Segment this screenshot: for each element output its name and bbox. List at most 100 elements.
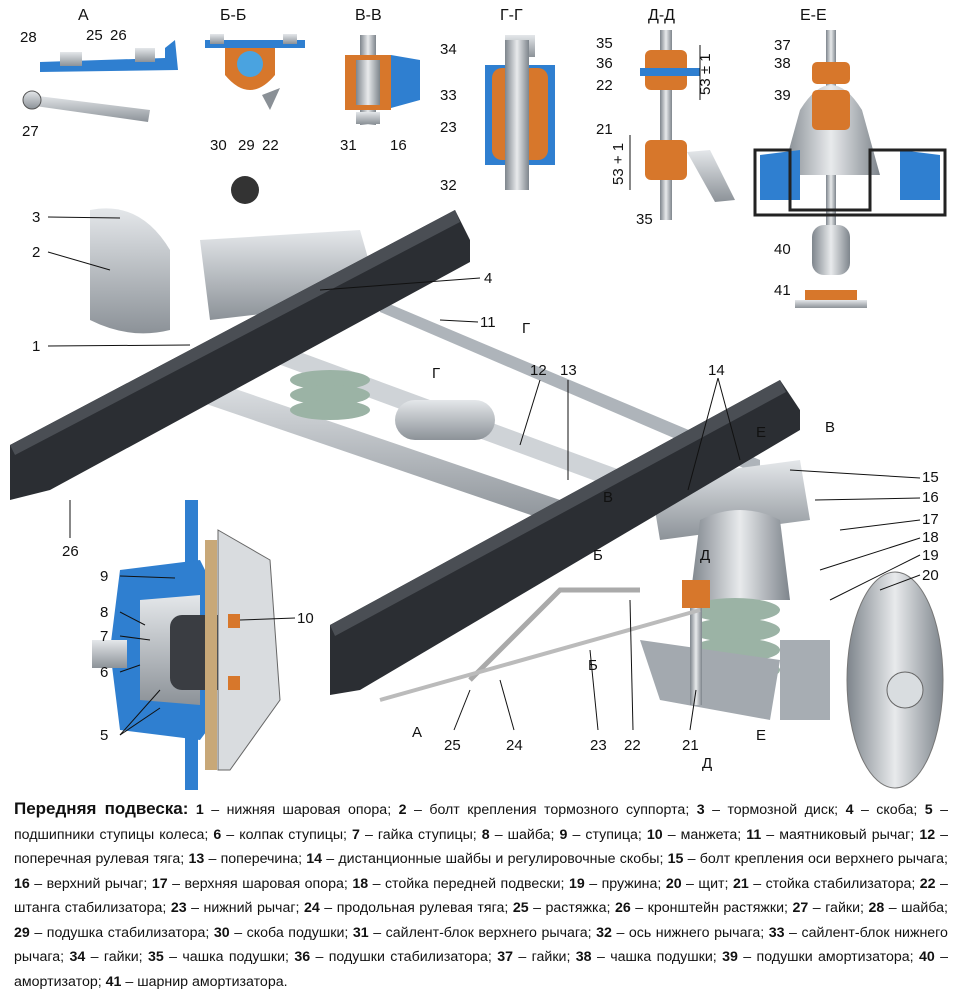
caption-item-number: 28 [868,900,885,916]
caption-item-text: стойка передней подвески [384,875,561,892]
callout-15: 15 [922,469,939,486]
caption-item-text: скоба [876,802,914,818]
dimension-label: 53 + 1 [610,143,627,185]
caption-item-text: шарнир амортизатора [137,973,284,990]
caption-item-number: 14 [306,851,323,867]
callout-39: 39 [774,87,791,104]
section-mark: Б [593,547,603,564]
caption-item-text: гайки [103,949,139,965]
callout-6: 6 [100,664,108,681]
caption-item: 6 – колпак ступицы; [213,826,347,843]
caption-items: 1 – нижняя шаровая опора; 2 – болт крепл… [14,802,948,990]
callout-32: 32 [440,177,457,194]
caption-item-text: штанга стабилизатора [14,900,163,916]
callout-31: 31 [340,137,357,154]
section-mark: Г [432,365,440,382]
caption-item-number: 24 [304,900,320,916]
caption-item-number: 31 [352,924,369,941]
caption-item-number: 26 [614,900,631,916]
callout-22: 22 [596,77,613,94]
section-a-drawing [22,40,178,122]
caption-item: 31 – сайлент-блок верхнего рычага; [352,924,592,941]
caption-item-text: шайба [901,900,945,916]
caption-item-number: 32 [596,924,612,941]
section-mark: Б [588,657,598,674]
caption-item: 23 – нижний рычаг; [170,900,300,916]
caption-item-number: 38 [575,949,592,965]
callout-4: 4 [484,270,492,287]
caption-item: 35 – чашка подушки; [148,949,289,965]
caption-item-text: маятниковый рычаг [779,826,911,843]
section-dd-drawing [629,30,735,220]
caption-item-text: продольная рулевая тяга [336,900,505,916]
caption-item: 28 – шайба; [868,900,948,916]
callout-21: 21 [682,737,699,754]
caption-item-number: 22 [919,875,936,892]
section-mark: В [825,419,835,436]
callout-3: 3 [32,209,40,226]
caption-item-text: поперечная рулевая тяга [14,851,181,867]
section-bb-header: Б-Б [220,7,246,24]
caption-item: 12 – поперечная рулевая тяга; [14,826,949,868]
caption-item: 7 – гайка ступицы; [352,826,477,843]
section-dd-header: Д-Д [648,7,675,24]
caption-title: Передняя подвеска: [14,799,189,818]
callout-1: 1 [32,338,40,355]
caption-item: 11 – маятниковый рычаг; [746,826,915,843]
section-vv-drawing [345,35,420,125]
leader-lines [47,216,921,736]
callout-7: 7 [100,628,108,645]
caption-item-text: пружина [601,875,658,892]
caption-item: 41 – шарнир амортизатора. [105,973,288,990]
caption-item: 5 – подшипники ступицы колеса; [14,802,949,843]
caption-item-text: чашка подушки [182,949,285,965]
callout-12: 12 [530,362,547,379]
caption-item-number: 34 [69,949,86,965]
caption-item: 22 – штанга стабилизатора; [14,875,948,917]
caption-item-number: 10 [646,826,663,843]
callout-23: 23 [440,119,457,136]
caption-item-text: гайка ступицы [377,826,473,843]
caption-item: 1 – нижняя шаровая опора; [195,802,392,818]
caption-item: 24 – продольная рулевая тяга; [304,900,509,916]
caption-item-text: шайба [507,826,551,843]
section-mark: В [603,489,613,506]
caption-item: 9 – ступица; [559,826,642,843]
section-ee-header: Е-Е [800,7,827,24]
callout-36: 36 [596,55,613,72]
caption-item: 25 – растяжка; [512,900,611,916]
caption-item-text: подшипники ступицы колеса [14,826,205,843]
caption-item-text: дистанционные шайбы и регулировочные ско… [338,851,660,867]
callout-14: 14 [708,362,725,379]
section-mark: Г [522,320,530,337]
dimension-label: 53 ± 1 [697,53,714,95]
caption-item: 39 – подушки амортизатора; [722,949,914,965]
caption-item-number: 19 [568,875,585,892]
callout-16: 16 [390,137,407,154]
caption-item: 20 – щит; [665,875,729,892]
caption-item-text: ось нижнего рычага [628,924,761,941]
caption-item-number: 35 [148,949,164,965]
caption-item-text: нижний рычаг [203,900,296,916]
callout-26: 26 [110,27,127,44]
callout-38: 38 [774,55,791,72]
caption-item-number: 41 [105,973,122,990]
caption-item-text: стойка стабилизатора [765,875,912,892]
caption-item: 37 – гайки; [497,949,571,965]
caption-item-text: ступица [585,826,638,843]
caption-item-number: 39 [722,949,738,965]
caption-item-number: 16 [14,875,30,892]
callout-24: 24 [506,737,523,754]
caption-item-text: подушки амортизатора [756,949,910,965]
caption-item-number: 21 [732,875,749,892]
callout-21: 21 [596,121,613,138]
callout-30: 30 [210,137,227,154]
caption-item-text: гайки [825,900,860,916]
section-bb-drawing [205,34,305,110]
caption-item: 33 – сайлент-блок нижнего рычага; [14,924,948,966]
callout-8: 8 [100,604,108,621]
caption-item: 10 – манжета; [646,826,742,843]
caption-item: 27 – гайки; [792,900,864,916]
caption-item-text: растяжка [545,900,607,916]
caption-item-number: 9 [559,826,568,843]
